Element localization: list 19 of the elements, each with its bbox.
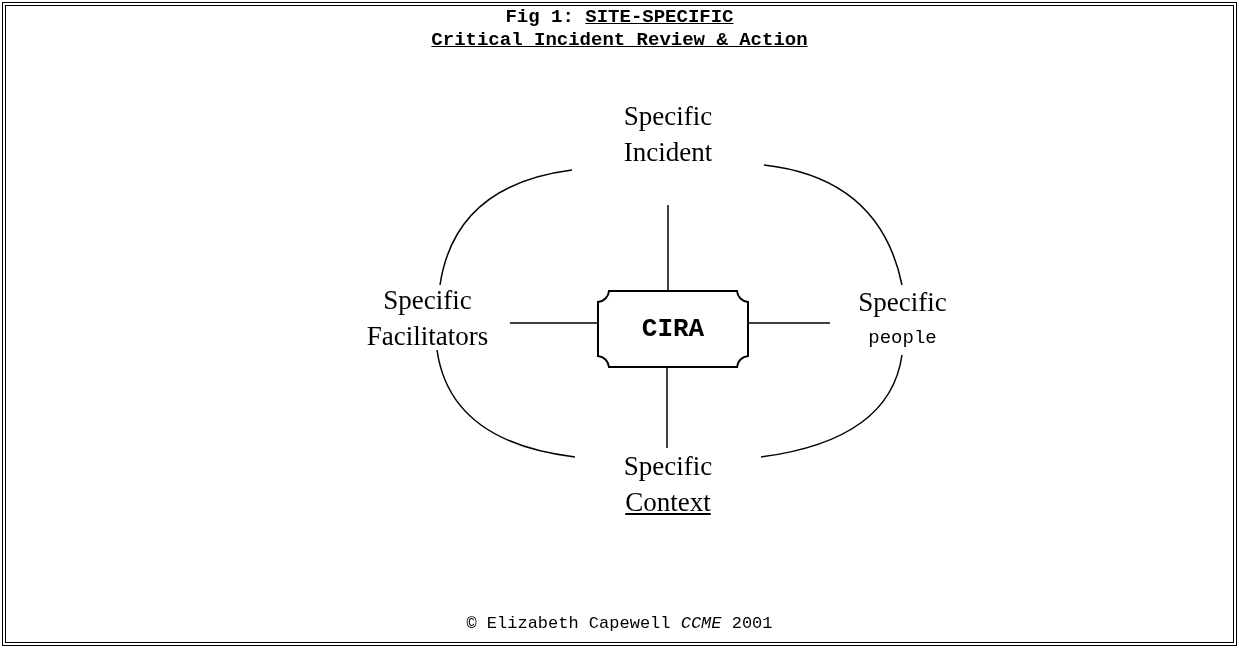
connector-arc [436, 349, 576, 458]
node-label: Specific [383, 283, 472, 317]
connector-arc [439, 169, 573, 286]
node-label: Specific [623, 450, 713, 483]
node-label: Incident [623, 136, 713, 169]
node-label: Specific [623, 100, 713, 133]
connector-arc [760, 354, 903, 458]
connector-line [666, 367, 668, 449]
connector-line [509, 322, 598, 324]
connector-line [667, 204, 669, 291]
copyright-caption: © Elizabeth Capewell CCME 2001 [465, 614, 774, 633]
connector-line [748, 322, 831, 324]
node-label: Specific [858, 286, 947, 319]
node-label: people [868, 326, 937, 351]
title: Fig 1: SITE-SPECIFIC Critical Incident Review & Action [430, 6, 809, 52]
node-label: Context [625, 486, 711, 519]
box-label: CIRA [641, 313, 705, 346]
connector-arc [763, 164, 903, 286]
node-label: Facilitators [366, 319, 489, 353]
